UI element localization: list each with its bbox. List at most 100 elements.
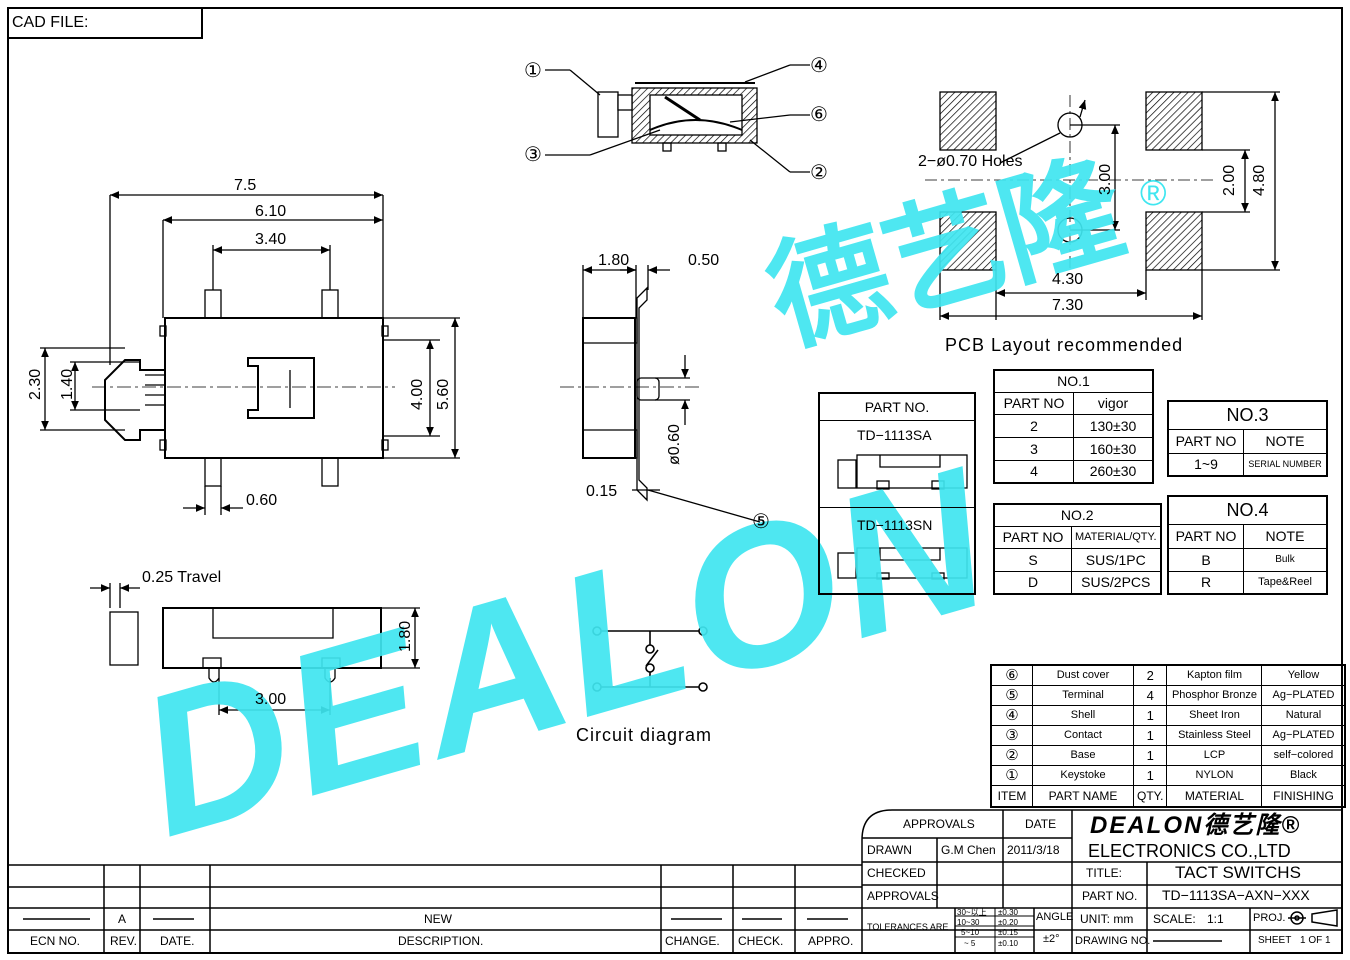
drawn-label: DRAWN xyxy=(867,843,912,857)
no4-cell: B xyxy=(1167,547,1244,572)
top-view xyxy=(40,191,460,515)
bom-cell: Base xyxy=(1032,744,1134,766)
approvals-label-2: APPROVALS xyxy=(867,889,939,903)
dim-front-1-80: 1.80 xyxy=(397,620,414,652)
pcb-dim-3-00: 3.00 xyxy=(1097,163,1114,195)
title-block-lines xyxy=(8,809,1342,953)
circuit-caption: Circuit diagram xyxy=(576,725,713,745)
bom-cell: 1 xyxy=(1132,744,1168,766)
title-label: TITLE: xyxy=(1086,866,1123,880)
no2-head-1: MATERIAL/QTY. xyxy=(1070,525,1162,549)
bom-head: FINISHING xyxy=(1261,784,1346,808)
rev-value: A xyxy=(118,912,127,926)
no4-title: NO.4 xyxy=(1167,495,1328,525)
bom-head: QTY. xyxy=(1132,784,1168,808)
change-label: CHANGE. xyxy=(665,934,720,948)
bom-cell: ⑥ xyxy=(990,664,1033,686)
tolerances-label: TOLERANCES ARE xyxy=(867,922,949,932)
no2-cell: SUS/2PCS xyxy=(1070,570,1162,595)
no1-cell: 260±30 xyxy=(1073,459,1154,484)
part-value: TD−1113SA−AXN−XXX xyxy=(1162,887,1310,903)
callout-2: ② xyxy=(810,162,828,184)
no1-cell: 130±30 xyxy=(1073,413,1154,438)
no4-cell: R xyxy=(1167,570,1244,595)
pcb-dim-4-30: 4.30 xyxy=(1052,271,1084,288)
cad-file-label: CAD FILE: xyxy=(12,14,89,31)
dim-4-00: 4.00 xyxy=(409,378,426,410)
bom-cell: Phosphor Bronze xyxy=(1166,684,1263,706)
bom-cell: ② xyxy=(990,744,1033,766)
unit-label: UNIT: mm xyxy=(1080,912,1134,926)
pcb-holes-label: 2−ø0.70 Holes xyxy=(918,153,1023,170)
company-name: ELECTRONICS CO.,LTD xyxy=(1088,841,1291,861)
date-label: DATE xyxy=(1025,817,1057,831)
sheet-label: SHEET xyxy=(1258,935,1292,946)
bom-cell: Stainless Steel xyxy=(1166,724,1263,746)
proj-label: PROJ. xyxy=(1253,912,1286,924)
no3-head-0: PART NO xyxy=(1167,428,1244,454)
no4-head-0: PART NO xyxy=(1167,523,1244,549)
tol-value: ±0.30 xyxy=(998,908,1018,917)
dim-front-3-00: 3.00 xyxy=(255,691,287,708)
no1-cell: 2 xyxy=(993,413,1074,438)
bom-head: PART NAME xyxy=(1032,784,1134,808)
dim-0-60: 0.60 xyxy=(246,492,278,509)
circuit-diagram xyxy=(592,626,708,692)
bom-cell: ④ xyxy=(990,704,1033,726)
travel-label: 0.25 Travel xyxy=(142,569,222,586)
part-no-box: PART NO. TD−1113SA TD−1113SN xyxy=(818,392,976,595)
bom-cell: 1 xyxy=(1132,724,1168,746)
callout-3: ③ xyxy=(524,144,542,166)
drawing-no-label: DRAWING NO. xyxy=(1075,935,1151,947)
tol-range: 30~以上 xyxy=(957,908,987,917)
section-view xyxy=(545,64,810,173)
part-no-header: PART NO. xyxy=(820,394,974,421)
approvals-label: APPROVALS xyxy=(903,817,975,831)
new-label: NEW xyxy=(424,912,452,926)
bom-cell: Sheet Iron xyxy=(1166,704,1263,726)
tol-range: 5~10 xyxy=(961,928,980,937)
no1-head-0: PART NO xyxy=(993,391,1074,415)
bom-cell: Ag−PLATED xyxy=(1261,724,1346,746)
no2-cell: S xyxy=(993,547,1072,572)
callout-1: ① xyxy=(524,60,542,82)
dim-5-60: 5.60 xyxy=(435,378,452,410)
bom-cell: ⑤ xyxy=(990,684,1033,706)
no3-cell: SERIAL NUMBER xyxy=(1243,452,1328,477)
bom-cell: ① xyxy=(990,764,1033,786)
part-label: PART NO. xyxy=(1082,889,1138,903)
no2-head-0: PART NO xyxy=(993,525,1072,549)
bom-head: ITEM xyxy=(990,784,1033,808)
drawn-by: G.M Chen xyxy=(941,843,996,857)
dim-7-5: 7.5 xyxy=(234,177,257,194)
no1-title: NO.1 xyxy=(993,369,1154,393)
dim-1-40: 1.40 xyxy=(59,368,76,400)
ecn-no-label: ECN NO. xyxy=(30,934,81,948)
bom-cell: 1 xyxy=(1132,704,1168,726)
no1-cell: 160±30 xyxy=(1073,436,1154,461)
bom-cell: Keystoke xyxy=(1032,764,1134,786)
tol-range: 10~30 xyxy=(957,918,980,927)
bom-cell: Terminal xyxy=(1032,684,1134,706)
pcb-layout xyxy=(925,91,1280,320)
pcb-dim-4-80: 4.80 xyxy=(1251,164,1268,196)
pcb-caption: PCB Layout recommended xyxy=(945,335,1184,355)
pcb-dim-2-00: 2.00 xyxy=(1221,164,1238,196)
check-label: CHECK. xyxy=(738,934,784,948)
bom-cell: self−colored xyxy=(1261,744,1346,766)
bom-cell: 2 xyxy=(1132,664,1168,686)
no2-title: NO.2 xyxy=(993,503,1162,527)
bom-cell: 1 xyxy=(1132,764,1168,786)
angle-label: ANGLE xyxy=(1036,911,1074,923)
bom-cell: Yellow xyxy=(1261,664,1346,686)
no3-cell: 1~9 xyxy=(1167,452,1244,477)
front-view xyxy=(90,583,420,715)
checked-label: CHECKED xyxy=(867,866,926,880)
callout-6: ⑥ xyxy=(810,104,828,126)
bom-cell: LCP xyxy=(1166,744,1263,766)
bom-cell: Black xyxy=(1261,764,1346,786)
